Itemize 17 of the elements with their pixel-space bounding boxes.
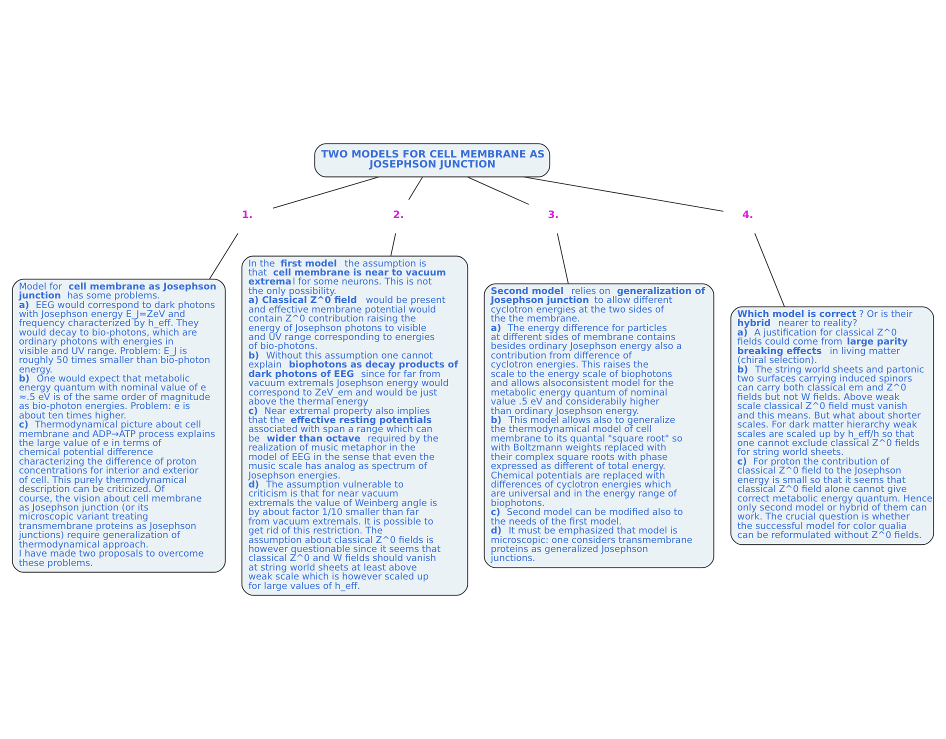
node-box: TWO MODELS FOR CELL MEMBRANE AS JOSEPHSON JUNCTION xyxy=(314,143,550,178)
node-text: 1. xyxy=(242,210,253,222)
node-text: 3. xyxy=(548,210,559,222)
node-text: 2. xyxy=(393,210,404,222)
node-box: In the first model the assumption is that cell membrane is near to vacuum extremal for some neurons. This is not the only possibility. a) Classical Z^0 field would be present and effective membrane potential would contain Z^0 contribution raising the energy of Josephson photons to visible and UV range corresponding to energies of bio-photons. b) Without this assumption one cannot explain biophotons as decay products of dark photons of EEG since for far from vacuum extremals Josephson energy would correspond to ZeV_em and would be just above the thermal energy c) Near extremal property also implies that the effective resting potentials associated with span a range which can be wider than octave required by the realization of music metaphor in the model of EEG in the sense that even the music scale has analog as spectrum of Josephson energies. d) The assumption vulnerable to criticism is that for near vacuum extremals the value of Weinberg angle is by about factor 1/10 smaller than far from vacuum extremals. It is possible to get rid of this restriction. The assumption about classical Z^0 fields is however questionable since it seems that classical Z^0 and W fields should vanish at string world sheets at least above weak scale which is however scaled up for large values of h_eff. xyxy=(241,256,468,596)
connector xyxy=(466,176,530,205)
node-box: Model for cell membrane as Josephson junction has some problems. a) EEG would correspond to dark photons with Josephson energy E_J=ZeV and frequency characterized by h_eff. They would decay to bio-photons, which are ordinary photons with energies in visible and UV range. Problem: E_J is roughly 50 times smaller than bio-photon energy. b) One would expect that metabolic energy quantum with nominal value of e ≈.5 eV is of the same order of magnitude as bio-photon energies. Problem: e is about ten times higher. c) Thermodynamical picture about cell membrane and ADP→ATP process explains the large value of e in terms of chemical potential difference characterizing the difference of proton concentrations for interior and exterior of cell. This purely thermodynamical description can be criticized. Of course, the vision about cell membrane as Josephson junction (or its microscopic variant treating transmembrane proteins as Josephson junctions) require generalization of thermodynamical approach. I have made two proposals to overcome these problems. xyxy=(12,278,226,573)
node-text: 4. xyxy=(742,210,754,222)
connector xyxy=(556,232,569,284)
connector xyxy=(390,232,396,256)
connector xyxy=(272,176,380,209)
connector xyxy=(754,232,785,308)
connector xyxy=(408,176,424,200)
connector xyxy=(209,232,238,280)
connector xyxy=(523,176,724,212)
node-box: Second model relies on generalization of Josephson junction to allow different cyclotron energies at the two sides of the the membrane. a) The energy difference for particles at different sides of membrane contains besides ordinary Josephson energy also a contribution from difference of cyclotron energies. This raises the scale to the energy scale of biophotons and allows alsoconsistent model for the metabolic energy quantum of nominal value .5 eV and considerabily higher than ordinary Josephson energy. b) This model allows also to generalize the thermodynamical model of cell membrane to its quantal "square root" so with Boltzmann weights replaced with their complex square roots with phase expressed as different of total energy. Chemical potentials are replaced with differences of cyclotron energies which are universal and in the energy range of biophotons. c) Second model can be modified also to the needs of the first model. d) It must be emphasized that model is microscopic: one considers transmembrane proteins as generalized Josephson junctions. xyxy=(484,283,714,568)
node-box: Which model is correct? Or is their hybrid nearer to reality? a) A justification for classical Z^0 fields could come from large parity breaking effects in living matter (chiral selection). b) The string world sheets and partonic two surfaces carrying induced spinors can carry both classical em and Z^0 fields but not W fields. Above weak scale classical Z^0 field must vanish and this means. But what about shorter scales. For dark matter hierarchy weak scales are scaled up by h_eff/h so that one cannot exclude classical Z^0 fields for string world sheets. c) For proton the contribution of classical Z^0 field to the Josephson energy is small so that it seems that classical Z^0 field alone cannot give correct metabolic energy quantum. Hence only second model or hybrid of them can work. The crucial question is whether the successful model for color qualia can be reformulated without Z^0 fields. xyxy=(730,306,934,546)
